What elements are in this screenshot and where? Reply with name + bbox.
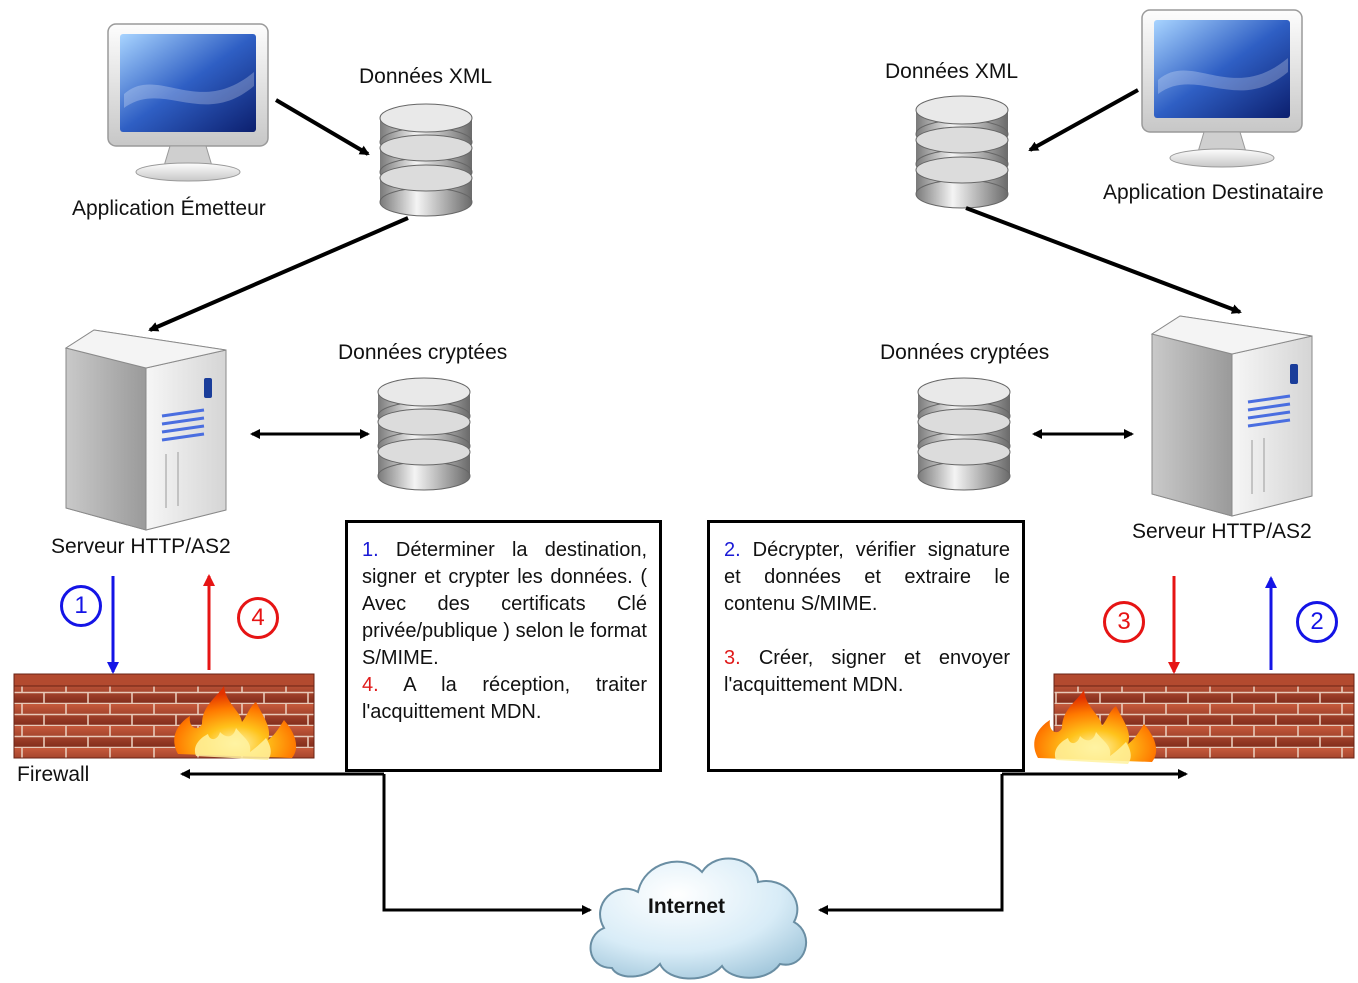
firewall-label: Firewall bbox=[17, 763, 90, 786]
internet-label: Internet bbox=[648, 895, 726, 918]
server-right-icon bbox=[1150, 314, 1314, 518]
step-3-number: 3. bbox=[724, 647, 741, 669]
step-3-description: Créer, signer et envoyer l'acquittement … bbox=[724, 647, 1010, 696]
server-right-label: Serveur HTTP/AS2 bbox=[1132, 520, 1312, 543]
step-3-text: 3. Créer, signer et envoyer l'acquitteme… bbox=[724, 645, 1010, 699]
step-1-text: 1. Déterminer la destination, signer et … bbox=[362, 537, 647, 672]
firewall-right-icon bbox=[1034, 673, 1355, 764]
crypt-db-right-icon bbox=[917, 377, 1011, 491]
server-left-icon bbox=[64, 328, 228, 532]
xml-db-left-icon bbox=[379, 103, 473, 217]
receiver-steps-box: 2. Décrypter, vérifier signature et donn… bbox=[707, 520, 1025, 772]
server-left-label: Serveur HTTP/AS2 bbox=[51, 535, 231, 558]
step-2-text: 2. Décrypter, vérifier signature et donn… bbox=[724, 537, 1010, 618]
step-4-number: 4. bbox=[362, 674, 379, 696]
crypt-data-right-label: Données cryptées bbox=[880, 341, 1050, 364]
step-2-number: 2. bbox=[724, 539, 741, 561]
step-2-description: Décrypter, vérifier signature et données… bbox=[724, 539, 1010, 615]
sender-monitor-icon bbox=[107, 23, 269, 182]
receiver-app-label: Application Destinataire bbox=[1103, 181, 1324, 204]
sender-steps-box: 1. Déterminer la destination, signer et … bbox=[345, 520, 662, 772]
xml-data-right-label: Données XML bbox=[885, 60, 1019, 83]
internet-cloud-icon bbox=[589, 857, 808, 980]
step-4-description: A la réception, traiter l'acquittement M… bbox=[362, 674, 647, 723]
step-1-description: Déterminer la destination, signer et cry… bbox=[362, 539, 648, 669]
step-badge-2: 2 bbox=[1296, 601, 1338, 643]
xml-db-right-icon bbox=[915, 95, 1009, 209]
step-badge-4: 4 bbox=[237, 597, 279, 639]
crypt-data-left-label: Données cryptées bbox=[338, 341, 508, 364]
firewall-left-icon bbox=[13, 673, 315, 760]
step-badge-3: 3 bbox=[1103, 601, 1145, 643]
step-badge-1: 1 bbox=[60, 585, 102, 627]
xml-data-left-label: Données XML bbox=[359, 65, 493, 88]
receiver-monitor-icon bbox=[1141, 9, 1303, 168]
crypt-db-left-icon bbox=[377, 377, 471, 491]
step-4-text: 4. A la réception, traiter l'acquittemen… bbox=[362, 672, 647, 726]
sender-app-label: Application Émetteur bbox=[72, 197, 266, 220]
step-1-number: 1. bbox=[362, 539, 379, 561]
